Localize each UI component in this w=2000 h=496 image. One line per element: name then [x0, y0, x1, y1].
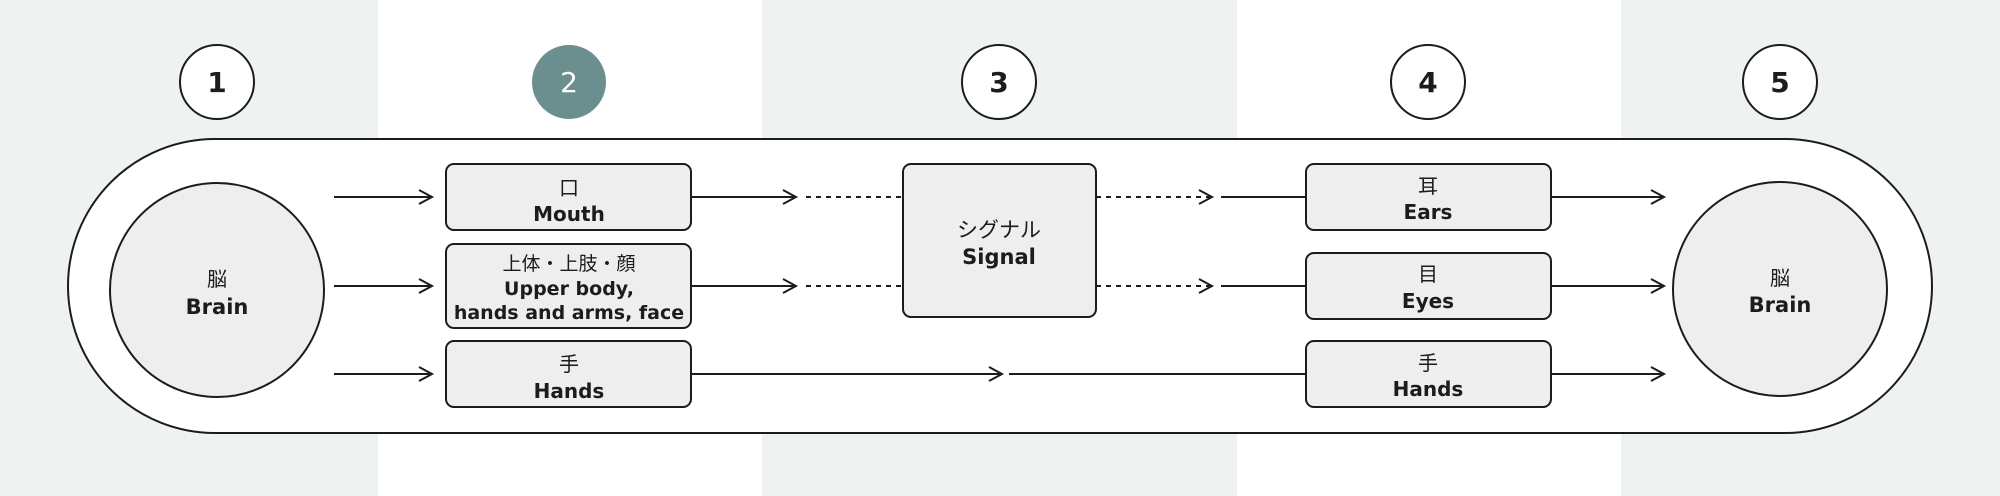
- step-4-marker: 4: [1390, 44, 1466, 120]
- step-1-number: 1: [207, 66, 226, 99]
- step-4-number: 4: [1418, 66, 1437, 99]
- brain-left-en: Brain: [186, 295, 249, 319]
- eyes-jp: 目: [1418, 262, 1438, 286]
- upper-body-en-line2: hands and arms, face: [454, 302, 684, 324]
- upper-body-node: 上体・上肢・顔 Upper body, hands and arms, face: [445, 243, 692, 329]
- step-2-marker-active: 2: [532, 45, 606, 119]
- brain-left-node: 脳 Brain: [109, 182, 325, 398]
- signal-jp: シグナル: [957, 218, 1041, 242]
- eyes-en: Eyes: [1402, 289, 1454, 313]
- hands-right-node: 手 Hands: [1305, 340, 1552, 408]
- step-3-number: 3: [989, 66, 1008, 99]
- eyes-node: 目 Eyes: [1305, 252, 1552, 320]
- brain-right-node: 脳 Brain: [1672, 181, 1888, 397]
- brain-right-jp: 脳: [1770, 266, 1790, 290]
- upper-body-jp: 上体・上肢・顔: [502, 253, 635, 275]
- hands-left-node: 手 Hands: [445, 340, 692, 408]
- step-2-number: 2: [560, 66, 578, 99]
- brain-right-en: Brain: [1749, 293, 1812, 317]
- step-5-marker: 5: [1742, 44, 1818, 120]
- ears-node: 耳 Ears: [1305, 163, 1552, 231]
- step-5-number: 5: [1770, 66, 1789, 99]
- upper-body-en-line1: Upper body,: [504, 278, 634, 300]
- ears-en: Ears: [1404, 200, 1453, 224]
- hands-right-jp: 手: [1418, 351, 1438, 375]
- hands-left-jp: 手: [559, 352, 579, 376]
- hands-right-en: Hands: [1393, 377, 1464, 401]
- brain-left-jp: 脳: [207, 267, 227, 291]
- ears-jp: 耳: [1418, 174, 1438, 198]
- mouth-en: Mouth: [533, 202, 605, 226]
- mouth-node: 口 Mouth: [445, 163, 692, 231]
- signal-en: Signal: [962, 245, 1036, 269]
- signal-node: シグナル Signal: [902, 163, 1097, 318]
- step-1-marker: 1: [179, 44, 255, 120]
- hands-left-en: Hands: [534, 379, 605, 403]
- mouth-jp: 口: [559, 176, 579, 200]
- step-3-marker: 3: [961, 44, 1037, 120]
